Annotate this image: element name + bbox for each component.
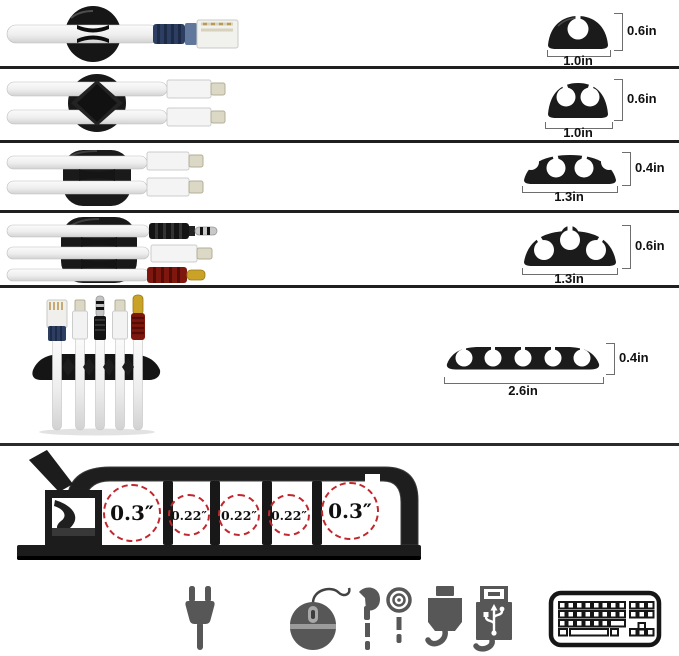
width-bracket	[545, 122, 613, 129]
width-bracket	[444, 377, 604, 384]
photo-1-slot-clip-ethernet-cable	[6, 6, 239, 62]
lightning-connector	[146, 151, 204, 171]
cable	[75, 335, 85, 431]
diagram-3-slot-clip-large	[524, 225, 616, 266]
height-label: 0.6in	[627, 91, 657, 106]
slot-size-label: 0.22″	[170, 507, 208, 523]
cable	[95, 335, 105, 431]
width-label: 1.3in	[554, 271, 584, 286]
photo-5-slot-strip-cables	[32, 294, 161, 436]
mouse-icon	[290, 587, 351, 650]
cable	[6, 155, 148, 170]
row-divider	[0, 443, 679, 446]
height-bracket	[614, 79, 623, 121]
rca-connector	[147, 267, 206, 283]
lightning-connector	[166, 79, 226, 99]
width-bracket	[547, 50, 611, 57]
slot-size-label: 0.22″	[270, 507, 308, 523]
width-bracket	[522, 268, 618, 275]
cable	[6, 224, 150, 238]
photo-3-slot-clip-mixed-cables	[6, 217, 218, 283]
slot-size-circle: 0.22″	[268, 494, 310, 536]
cable	[133, 335, 143, 431]
height-bracket	[622, 225, 631, 269]
lightning-connector	[150, 244, 213, 263]
diagram-5-slot-strip	[444, 344, 602, 370]
width-bracket	[522, 186, 618, 193]
cable	[6, 268, 150, 282]
divider-tooth	[312, 481, 322, 545]
side-view-organizer	[17, 450, 421, 560]
height-bracket	[622, 152, 631, 186]
row-divider	[0, 285, 679, 288]
lightning-connector	[146, 177, 204, 197]
rca-connector	[131, 294, 145, 340]
slot-size-label: 0.3″	[328, 499, 372, 523]
photo-2-slot-clip-lightning-cables	[6, 74, 226, 132]
divider-tooth	[262, 481, 272, 545]
slot-size-circle: 0.22″	[218, 494, 260, 536]
cable	[6, 180, 148, 195]
height-bracket	[606, 343, 615, 375]
audio-jack-connector	[149, 223, 218, 239]
height-bracket	[614, 13, 623, 51]
cable	[52, 335, 62, 431]
hdmi-usb-icon	[425, 586, 512, 652]
row-divider	[0, 210, 679, 213]
end-cap-hook	[29, 450, 102, 545]
cable	[115, 335, 125, 431]
divider-tooth	[210, 481, 220, 545]
keyboard-icon	[548, 590, 662, 648]
width-label: 2.6in	[508, 383, 538, 398]
slot-size-circle: 0.22″	[168, 494, 210, 536]
lightning-connector	[72, 299, 88, 340]
audio-jack-connector	[94, 295, 106, 340]
width-label: 1.0in	[563, 125, 593, 140]
slot-size-circle: 0.3″	[321, 482, 379, 540]
row-divider	[0, 66, 679, 69]
slot-size-circle: 0.3″	[103, 484, 161, 542]
earphones-icon	[359, 587, 412, 650]
slot-size-label: 0.22″	[220, 507, 258, 523]
diagram-1-slot-clip	[548, 14, 608, 49]
lightning-connector	[112, 299, 128, 340]
photo-3-slot-clip-lightning-cables	[6, 150, 204, 206]
lightning-connector	[166, 107, 226, 127]
height-label: 0.4in	[635, 160, 665, 175]
height-label: 0.4in	[619, 350, 649, 365]
ethernet-connector	[153, 19, 239, 49]
cable	[6, 246, 150, 260]
slot-size-label: 0.3″	[110, 501, 154, 525]
height-label: 0.6in	[627, 23, 657, 38]
diagram-3-slot-clip-small	[523, 152, 617, 184]
diagram-2-slot-clip	[548, 80, 608, 118]
hdmi-plug	[425, 586, 462, 647]
usb-plug	[473, 586, 512, 652]
height-label: 0.6in	[635, 238, 665, 253]
row-divider	[0, 140, 679, 143]
ethernet-connector	[46, 299, 68, 341]
width-label: 1.3in	[554, 189, 584, 204]
width-label: 1.0in	[563, 53, 593, 68]
power-plug-icon	[185, 586, 215, 650]
